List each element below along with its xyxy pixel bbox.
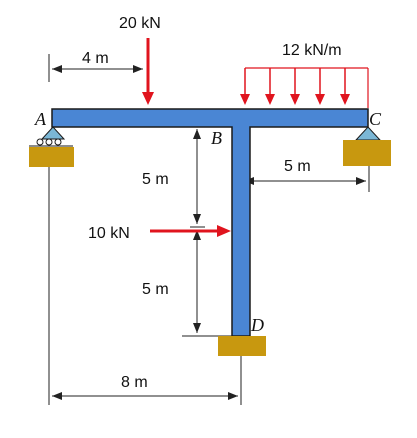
support-a-roller-2 — [45, 138, 53, 146]
udl-head-1 — [240, 94, 250, 105]
udl-head-2 — [265, 94, 275, 105]
arrow-dim-bottom-r — [228, 392, 238, 400]
arrow-dim-col-mid-up — [193, 214, 201, 224]
point-label-d: D — [250, 315, 264, 335]
arrow-dim-right-r — [356, 177, 366, 185]
arrow-dim-bottom-l — [52, 392, 62, 400]
point-load-top-label: 20 kN — [119, 15, 161, 32]
arrow-dim-top-left-r — [133, 65, 143, 73]
support-a-pin — [40, 126, 66, 140]
point-label-c: C — [369, 109, 382, 129]
dimension-arrowheads — [52, 65, 366, 400]
support-c-base — [343, 140, 391, 166]
dim-bottom-label: 8 m — [121, 374, 148, 391]
support-a-roller-3 — [54, 138, 62, 146]
dim-right-label: 5 m — [284, 158, 311, 175]
udl-head-3 — [290, 94, 300, 105]
support-a-roller-1 — [36, 138, 44, 146]
point-load-side-head — [217, 225, 231, 237]
point-load-top-head — [142, 92, 154, 105]
arrow-dim-col-mid-down — [193, 230, 201, 240]
support-d-fixed-base — [218, 336, 266, 356]
distributed-load-label: 12 kN/m — [282, 42, 342, 59]
dim-top-left-label: 4 m — [82, 50, 109, 67]
point-label-b: B — [211, 128, 222, 148]
arrow-dim-col-top — [193, 129, 201, 139]
point-load-side-label: 10 kN — [88, 225, 130, 242]
support-a-base — [29, 147, 74, 167]
frame-member — [51, 108, 369, 337]
udl-head-5 — [340, 94, 350, 105]
support-a-roller — [29, 126, 74, 167]
arrow-dim-top-left-l — [52, 65, 62, 73]
point-label-a: A — [34, 109, 47, 129]
dim-column-lower-label: 5 m — [142, 281, 169, 298]
dim-column-upper-label: 5 m — [142, 171, 169, 188]
distributed-load — [240, 67, 369, 108]
arrow-dim-col-bottom — [193, 323, 201, 333]
udl-head-4 — [315, 94, 325, 105]
loads — [142, 38, 369, 237]
support-c-pin — [343, 126, 391, 166]
